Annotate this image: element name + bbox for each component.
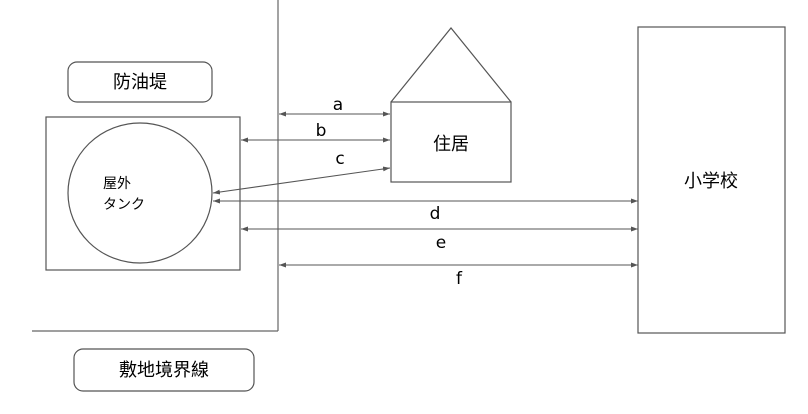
school: 小学校 bbox=[637, 26, 786, 334]
oil-dike-label: 防油堤 bbox=[113, 72, 167, 93]
house: 住居 bbox=[390, 27, 512, 183]
distance-label-b: b bbox=[316, 121, 327, 141]
outdoor-tank: 屋外 タンク bbox=[67, 122, 213, 264]
distance-c: c bbox=[212, 149, 391, 195]
distance-label-d: d bbox=[430, 204, 441, 224]
tank-label-line2: タンク bbox=[103, 197, 145, 213]
distance-f: f bbox=[279, 262, 638, 289]
tank-label-line1: 屋外 bbox=[103, 176, 131, 192]
distance-e: e bbox=[241, 226, 638, 253]
boundary-label: 敷地境界線 bbox=[119, 360, 209, 381]
distance-label-a: a bbox=[333, 95, 343, 115]
distance-d: d bbox=[213, 198, 638, 224]
property-boundary-line bbox=[32, 0, 279, 332]
oil-dike-label-box: 防油堤 bbox=[67, 61, 213, 103]
house-label: 住居 bbox=[433, 134, 469, 155]
distance-b: b bbox=[241, 121, 390, 143]
distance-label-c: c bbox=[335, 149, 344, 169]
distance-label-e: e bbox=[436, 233, 446, 253]
boundary-label-box: 敷地境界線 bbox=[73, 348, 255, 392]
school-label: 小学校 bbox=[684, 171, 738, 192]
arrow-c bbox=[212, 166, 391, 195]
distance-label-f: f bbox=[456, 269, 463, 289]
distance-a: a bbox=[279, 95, 390, 117]
